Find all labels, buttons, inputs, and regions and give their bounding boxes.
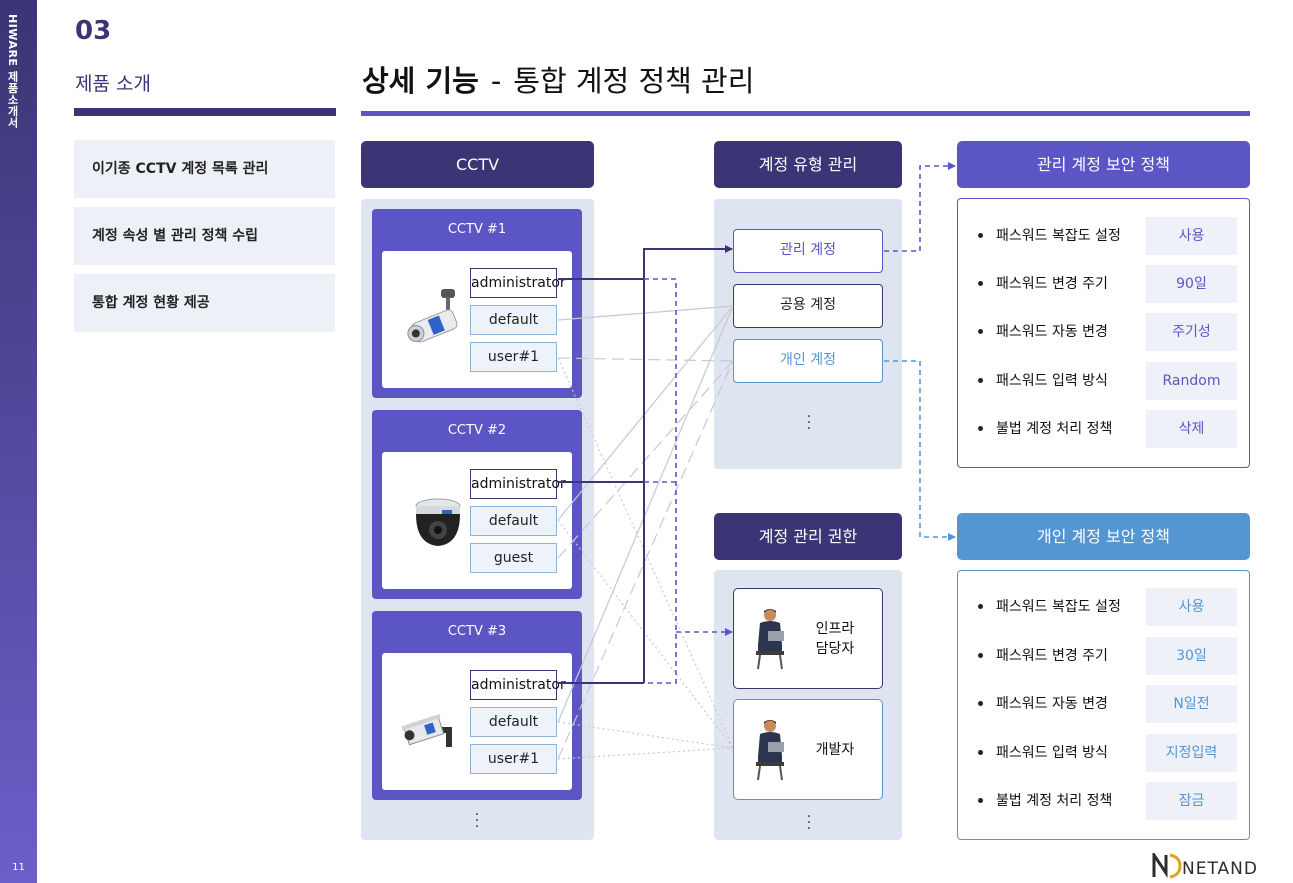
type-shared-account: 공용 계정 xyxy=(733,284,883,328)
page-title-separator: - xyxy=(490,64,502,98)
policy-value: 90일 xyxy=(1146,265,1237,303)
box-camera-icon xyxy=(401,714,452,747)
account-guest: guest xyxy=(470,543,557,573)
account-type-header: 계정 유형 관리 xyxy=(714,141,902,188)
role-label: 인프라 xyxy=(815,621,855,637)
policy-row: 패스워드 자동 변경 주기성 xyxy=(958,313,1249,351)
account-user1: user#1 xyxy=(470,744,557,774)
account-administrator: administrator xyxy=(470,268,566,298)
policy-row: 패스워드 자동 변경 N일전 xyxy=(958,685,1249,723)
policy-label: 패스워드 자동 변경 xyxy=(996,696,1108,712)
menu-item-policy[interactable]: 계정 속성 별 관리 정책 수립 xyxy=(74,207,335,265)
personal-policy-header: 개인 계정 보안 정책 xyxy=(957,513,1250,560)
role-label: 개발자 xyxy=(815,742,855,758)
menu-item-status[interactable]: 통합 계정 현황 제공 xyxy=(74,274,335,332)
cctv-more-ellipsis: ··· xyxy=(474,807,480,835)
cctv-card: CCTV #1 administrator default user#1 xyxy=(372,209,582,398)
policy-label: 패스워드 복잡도 설정 xyxy=(996,228,1121,244)
policy-value: 사용 xyxy=(1146,588,1237,626)
policy-row: 패스워드 변경 주기 90일 xyxy=(958,265,1249,303)
account-default: default xyxy=(470,707,557,737)
cctv-title: CCTV #3 xyxy=(447,624,507,639)
cctv-card: CCTV #2 administrator default guest xyxy=(372,410,582,599)
personal-policy-panel: 패스워드 복잡도 설정 사용 패스워드 변경 주기 30일 패스워드 자동 변경 N일… xyxy=(957,570,1250,840)
menu-item-cctv-list[interactable]: 이기종 CCTV 계정 목록 관리 xyxy=(74,140,335,198)
netand-logo-icon xyxy=(1152,850,1182,879)
section-underline xyxy=(74,108,336,116)
admin-policy-panel: 패스워드 복잡도 설정 사용 패스워드 변경 주기 90일 패스워드 자동 변경 주기… xyxy=(957,198,1250,468)
authority-header: 계정 관리 권한 xyxy=(714,513,902,560)
policy-row: 패스워드 복잡도 설정 사용 xyxy=(958,588,1249,626)
admin-policy-header: 관리 계정 보안 정책 xyxy=(957,141,1250,188)
policy-row: 불법 계정 처리 정책 잠금 xyxy=(958,782,1249,820)
type-admin-account: 관리 계정 xyxy=(733,229,883,273)
cctv-inner: administrator default user#1 xyxy=(382,251,572,388)
bullet-camera-icon xyxy=(407,289,458,343)
person-laptop-icon xyxy=(756,720,784,781)
account-type-more-ellipsis: ··· xyxy=(806,409,812,437)
page-title: 상세 기능-통합 계정 정책 관리 xyxy=(362,58,754,100)
cctv-title: CCTV #1 xyxy=(447,222,507,237)
policy-value: 지정입력 xyxy=(1146,734,1237,772)
policy-value: 잠금 xyxy=(1146,782,1237,820)
side-band: HIWARE 제품소개서 11 xyxy=(0,0,37,883)
policy-value: 30일 xyxy=(1146,637,1237,675)
cctv-card: CCTV #3 administrator default user#1 xyxy=(372,611,582,800)
policy-label: 패스워드 입력 방식 xyxy=(996,745,1108,761)
account-default: default xyxy=(470,506,557,536)
cctv-inner: administrator default user#1 xyxy=(382,653,572,790)
policy-label: 패스워드 자동 변경 xyxy=(996,324,1108,340)
account-default: default xyxy=(470,305,557,335)
authority-more-ellipsis: ··· xyxy=(806,809,812,837)
policy-value: N일전 xyxy=(1146,685,1237,723)
policy-row: 패스워드 입력 방식 지정입력 xyxy=(958,734,1249,772)
policy-row: 패스워드 입력 방식 Random xyxy=(958,362,1249,400)
policy-row: 불법 계정 처리 정책 삭제 xyxy=(958,410,1249,448)
dome-camera-icon xyxy=(415,498,461,546)
policy-value: Random xyxy=(1146,362,1237,400)
role-infra: 인프라 담당자 xyxy=(733,588,883,689)
policy-label: 패스워드 변경 주기 xyxy=(996,648,1108,664)
page-title-rest: 통합 계정 정책 관리 xyxy=(513,64,755,98)
policy-label: 패스워드 변경 주기 xyxy=(996,276,1108,292)
policy-row: 패스워드 복잡도 설정 사용 xyxy=(958,217,1249,255)
side-document-title: HIWARE 제품소개서 xyxy=(6,14,19,129)
policy-value: 사용 xyxy=(1146,217,1237,255)
section-number: 03 xyxy=(75,16,112,46)
cctv-title: CCTV #2 xyxy=(447,423,507,438)
cctv-header: CCTV xyxy=(361,141,594,188)
netand-logo: NETAND xyxy=(1152,850,1257,883)
policy-value: 삭제 xyxy=(1146,410,1237,448)
cctv-inner: administrator default guest xyxy=(382,452,572,589)
policy-label: 불법 계정 처리 정책 xyxy=(996,793,1113,809)
page-title-bold: 상세 기능 xyxy=(362,64,479,98)
policy-label: 패스워드 입력 방식 xyxy=(996,373,1108,389)
policy-label: 불법 계정 처리 정책 xyxy=(996,421,1113,437)
policy-row: 패스워드 변경 주기 30일 xyxy=(958,637,1249,675)
account-administrator: administrator xyxy=(470,670,566,700)
section-name: 제품 소개 xyxy=(75,73,151,95)
role-label: 담당자 xyxy=(815,641,855,657)
netand-logo-text: NETAND xyxy=(1182,859,1258,879)
page-number: 11 xyxy=(12,862,25,873)
role-developer: 개발자 xyxy=(733,699,883,800)
person-laptop-icon xyxy=(756,609,784,670)
policy-label: 패스워드 복잡도 설정 xyxy=(996,599,1121,615)
policy-value: 주기성 xyxy=(1146,313,1237,351)
type-personal-account: 개인 계정 xyxy=(733,339,883,383)
account-administrator: administrator xyxy=(470,469,566,499)
account-user1: user#1 xyxy=(470,342,557,372)
title-underline xyxy=(361,111,1250,116)
